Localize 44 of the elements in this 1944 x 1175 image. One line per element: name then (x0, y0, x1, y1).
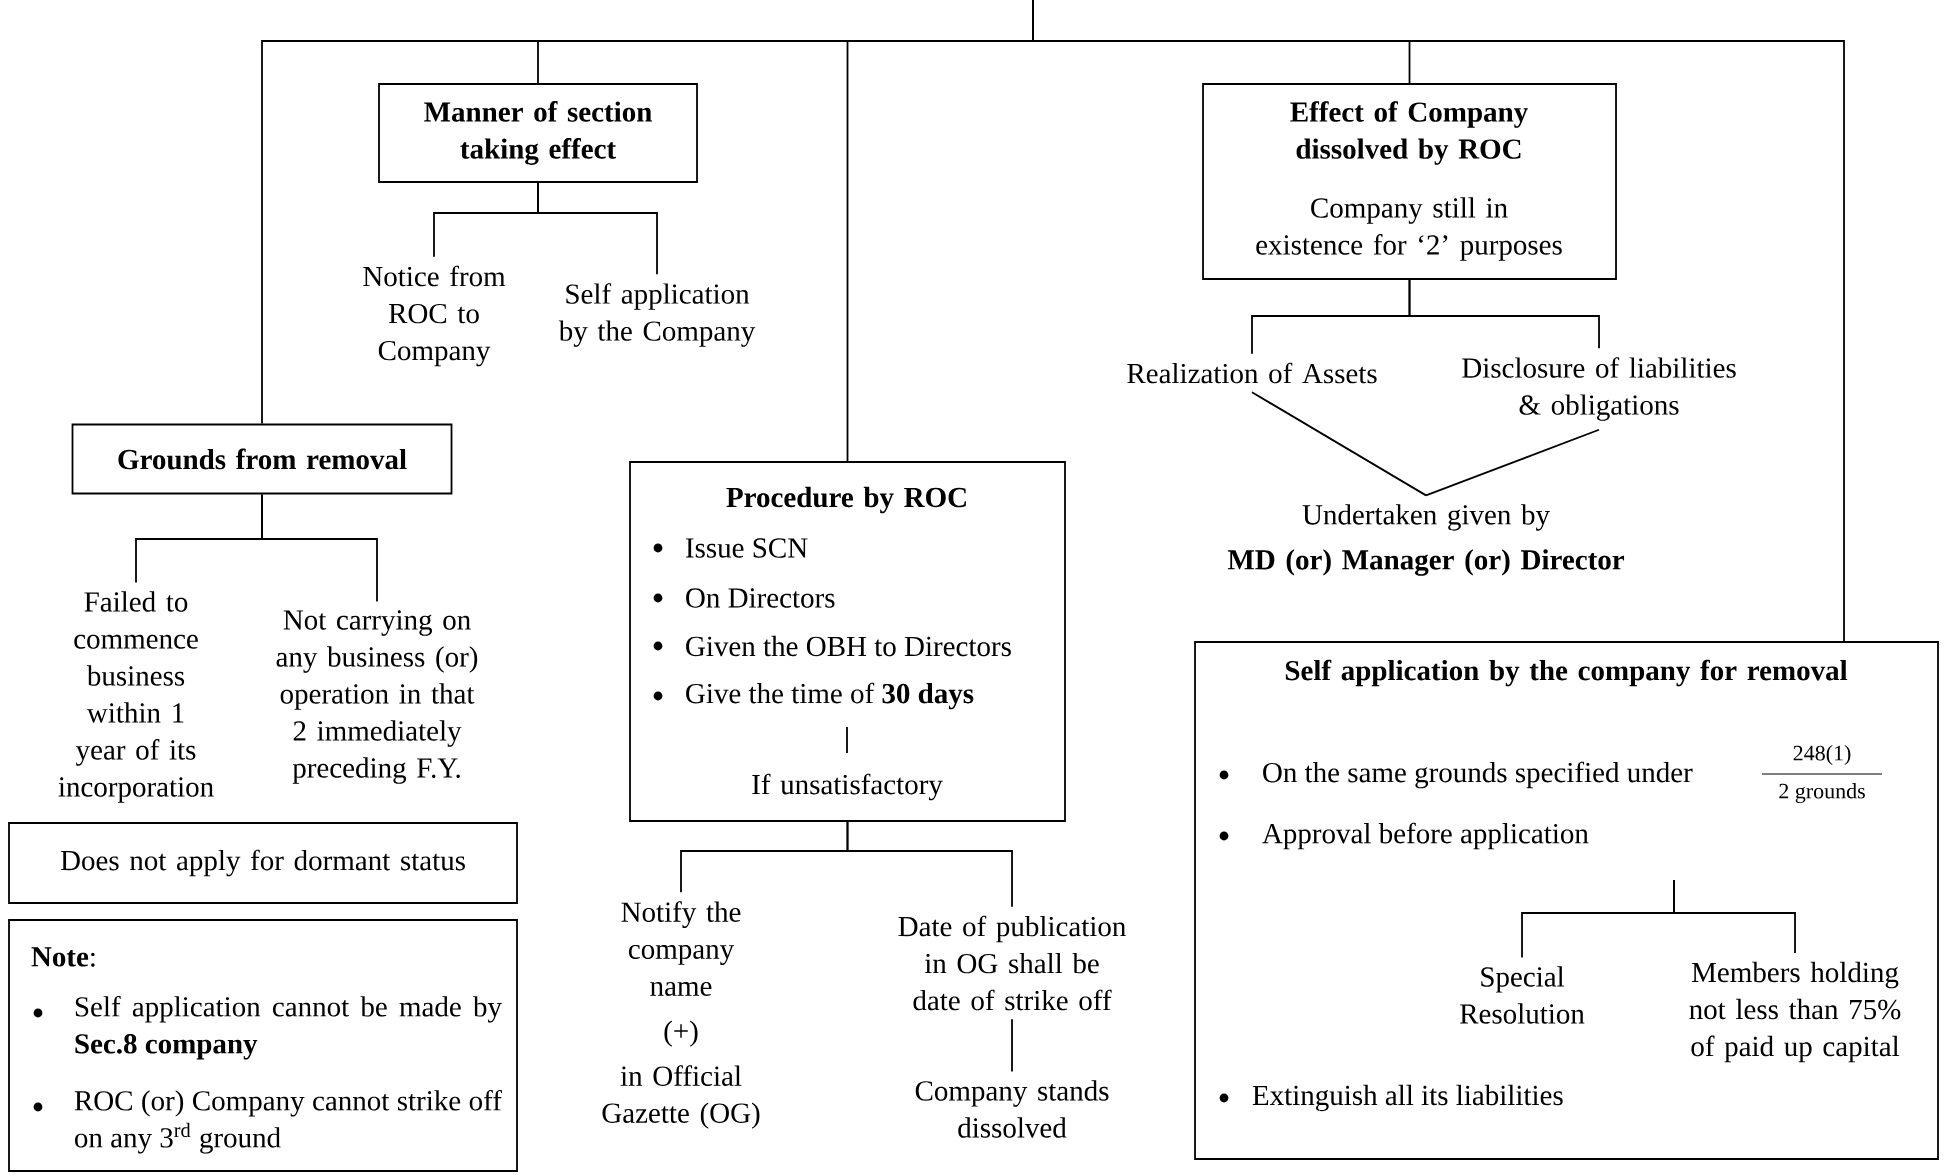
box-heading: Self application by the company for removal (1285, 659, 1848, 687)
connector-line (1425, 428, 1600, 497)
bullet-item: On Directors (653, 588, 835, 608)
connector-line (1408, 279, 1600, 350)
note-box (8, 919, 518, 1172)
heading-box: Manner of section taking effect (378, 83, 698, 183)
branch-text: Not carrying on any business (or) operation in that 2 immediately preceding F.Y. (276, 610, 478, 784)
connector-line (537, 182, 658, 276)
box-heading: Effect of Company dissolved by ROC (1290, 101, 1528, 165)
connector-line (1251, 391, 1427, 497)
branch-text: Date of publication in OG shall be date of strike off (898, 915, 1126, 1011)
bullet-item: ROC (or) Company cannot strike off on any 3$^{rd}$ ground (33, 1089, 502, 1154)
connector-line (1032, 0, 1845, 642)
bullet-item: Self application cannot be made by Sec.8 company (33, 995, 502, 1060)
bullet-item: Given the OBH to Directors (653, 635, 1011, 657)
heading-box: Grounds from removal (71, 423, 453, 495)
branch-text: Self application by the Company (558, 283, 756, 347)
branch-text: Notify the company name (+) in Official Gazette (OG) (602, 901, 760, 1129)
bullet-item: Extinguish all its liabilities (1219, 1084, 1563, 1112)
bullet-item: On the same grounds specified under (1219, 761, 1693, 789)
branch-text: Company stands dissolved (915, 1080, 1109, 1138)
bullet-item: Approval before application (1219, 822, 1589, 850)
result-text: Undertaken given by MD (or) Manager (or) Director (1227, 504, 1625, 576)
procedure-box (1194, 641, 1939, 1160)
procedure-box (629, 461, 1066, 822)
connector-line (846, 821, 1013, 908)
branch-text: Failed to commence business within 1 year of its incorporation (58, 591, 214, 803)
box-heading: Procedure by ROC (726, 486, 966, 514)
connector-line (1673, 879, 1796, 954)
branch-text: Members holding not less than 75% of paid up capital (1689, 961, 1901, 1063)
branch-text: Special Resolution (1460, 966, 1585, 1024)
body-text: Company still in existence for ‘2’ purposes (1256, 197, 1562, 261)
branch-text: Realization of Assets (1127, 362, 1377, 384)
body-text: If unsatisfactory (752, 773, 943, 801)
fraction: 248(1) 2 grounds (1761, 745, 1883, 803)
bullet-item: Give the time of 30 days (653, 682, 974, 710)
bullet-item: Issue SCN (653, 538, 808, 558)
branch-text: Notice from ROC to Company (363, 265, 506, 367)
note-heading: Note: (31, 947, 95, 967)
branch-text: Disclosure of liabilities & obligations (1462, 357, 1736, 421)
connector-line (261, 493, 378, 603)
note-box: Does not apply for dormant status (8, 822, 518, 904)
heading-box (1202, 83, 1617, 280)
connector-line (1011, 1018, 1013, 1073)
